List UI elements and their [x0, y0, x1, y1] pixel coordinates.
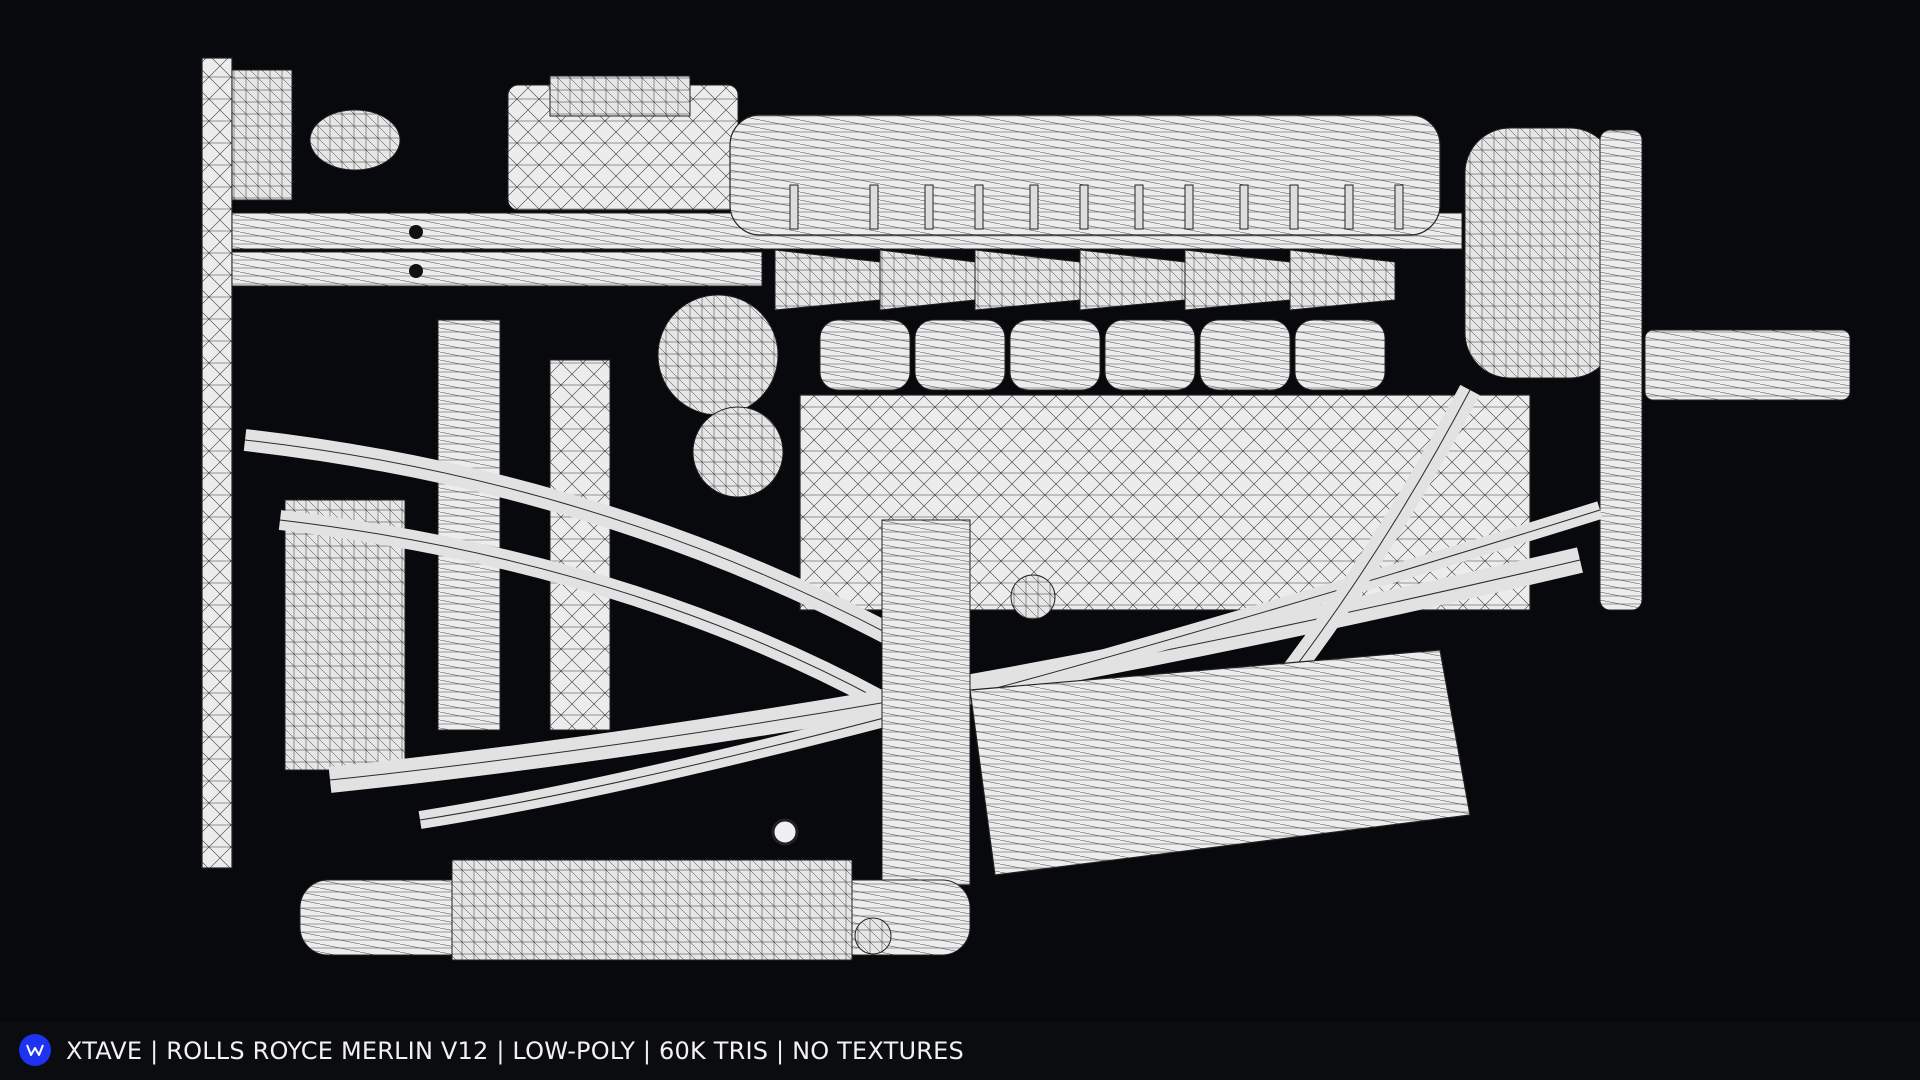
propeller-shaft — [1644, 329, 1851, 401]
top-left-dome — [309, 109, 401, 171]
engine-wireframe-model — [201, 57, 1851, 961]
radiator-panel — [969, 649, 1471, 876]
model-caption: XTAVE | ROLLS ROYCE MERLIN V12 | LOW-POL… — [66, 1037, 964, 1065]
cylinder-head-cover — [729, 114, 1441, 236]
propeller-flange — [1599, 129, 1643, 611]
footer-caption-bar — [0, 1022, 1920, 1080]
pump-disc-lower — [692, 406, 784, 498]
left-gear-column — [549, 359, 611, 731]
left-housing — [231, 69, 293, 201]
reduction-gear-housing — [1464, 127, 1616, 379]
middle-rail — [231, 251, 763, 287]
left-frame — [201, 57, 233, 869]
intake-trumpets — [774, 249, 1396, 311]
xtave-w-logo-icon — [19, 1034, 51, 1066]
carburettor-stack — [437, 319, 501, 731]
exhaust-stubs — [819, 319, 1386, 391]
render-viewport — [201, 57, 1851, 961]
pump-disc-upper — [657, 294, 779, 416]
head-bolts — [789, 184, 1404, 230]
center-strut — [881, 519, 971, 886]
